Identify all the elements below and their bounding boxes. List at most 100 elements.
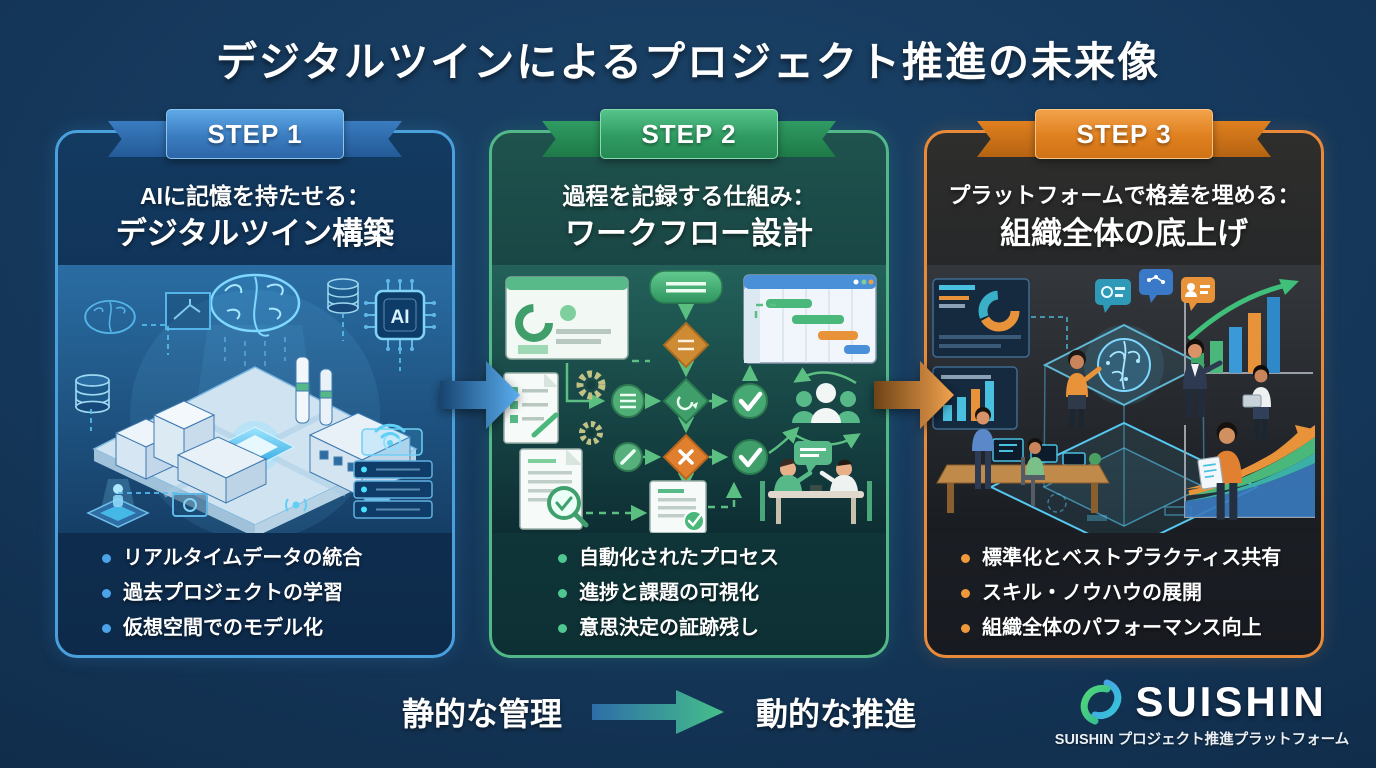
brand-tagline: SUISHIN プロジェクト推進プラットフォーム — [1054, 732, 1350, 748]
ribbon-wing-left — [977, 121, 1039, 157]
bullet-dot — [961, 589, 970, 598]
flow-arrows — [565, 304, 800, 490]
step1-ribbon: STEP 1 — [108, 109, 402, 161]
gear-icon — [576, 370, 606, 400]
bullet-item: 過去プロジェクトの学習 — [102, 576, 452, 611]
step1-panel: STEP 1 AIに記憶を持たせる： デジタルツイン構築 — [55, 109, 455, 658]
bullet-dot — [102, 554, 111, 563]
bullet-dot — [558, 589, 567, 598]
workflow-illustration — [492, 265, 886, 533]
meeting-scene — [760, 441, 872, 524]
step2-ribbon: STEP 2 — [542, 109, 836, 161]
transition-to-label: 動的な推進 — [756, 696, 917, 732]
step2-title-line2: ワークフロー設計 — [565, 216, 813, 251]
wifi-icon — [374, 423, 406, 446]
ribbon-wing-left — [542, 121, 604, 157]
workflow-svg — [492, 265, 886, 533]
bullet-item: 進捗と課題の可視化 — [558, 576, 886, 611]
city-buildings — [114, 356, 412, 509]
edit-node — [613, 442, 643, 472]
bullet-dot — [961, 624, 970, 633]
antenna-icon — [285, 498, 307, 512]
organization-svg — [927, 265, 1321, 533]
step3-bullets: 標準化とベストプラクティス共有 スキル・ノウハウの展開 組織全体のパフォーマンス… — [927, 541, 1321, 646]
decision-diamond-green — [662, 377, 710, 425]
step2-badge: STEP 2 — [600, 109, 778, 159]
bullet-item: スキル・ノウハウの展開 — [961, 576, 1321, 611]
step1-to-step2-arrow-icon — [440, 361, 520, 429]
step3-title: プラットフォームで格差を埋める： 組織全体の底上げ — [927, 179, 1321, 255]
step1-title-line2: デジタルツイン構築 — [115, 216, 395, 251]
connector-lines — [90, 313, 401, 494]
digital-twin-city-illustration: AI — [58, 265, 452, 533]
step1-title-line1: AIに記憶を持たせる： — [140, 183, 370, 209]
transition-row: 静的な管理 動的な推進 — [402, 688, 916, 736]
bullet-text: スキル・ノウハウの展開 — [982, 582, 1202, 604]
step2-title-line1: 過程を記録する仕組み： — [562, 183, 816, 209]
checklist-document-icon — [503, 372, 559, 444]
step2-to-step3-arrow-icon — [874, 361, 954, 429]
database-icon — [327, 278, 359, 314]
decision-diamond-orange — [662, 321, 710, 369]
construction-screen-icon — [165, 292, 211, 330]
bullet-text: 組織全体のパフォーマンス向上 — [982, 617, 1262, 639]
step3-badge: STEP 3 — [1035, 109, 1213, 159]
x-icon — [678, 449, 694, 465]
step1-bullets: リアルタイムデータの統合 過去プロジェクトの学習 仮想空間でのモデル化 — [58, 541, 452, 646]
bullet-item: 標準化とベストプラクティス共有 — [961, 541, 1321, 576]
dashed-connectors — [586, 303, 776, 522]
bullet-dot — [102, 624, 111, 633]
ribbon-wing-right — [774, 121, 836, 157]
check-circle — [732, 383, 768, 419]
bullet-item: 組織全体のパフォーマンス向上 — [961, 611, 1321, 646]
ai-chip-label: AI — [391, 307, 410, 328]
step2-bullets: 自動化されたプロセス 進捗と課題の可視化 意思決定の証跡残し — [492, 541, 886, 646]
step3-ribbon: STEP 3 — [977, 109, 1271, 161]
bullet-dot — [961, 554, 970, 563]
transition-arrow-icon — [592, 690, 725, 734]
step1-badge: STEP 1 — [166, 109, 344, 159]
list-node — [611, 384, 645, 418]
brain-small-icon — [84, 299, 136, 335]
step2-panel: STEP 2 過程を記録する仕組み： ワークフロー設計 — [489, 109, 889, 658]
person-laptop-woman — [1242, 365, 1271, 439]
server-stack-icon — [353, 428, 433, 519]
bullet-text: 自動化されたプロセス — [579, 547, 779, 569]
transition-from-label: 静的な管理 — [402, 696, 563, 732]
check-circle — [732, 439, 768, 475]
chat-bubble-icons — [1095, 269, 1215, 313]
magnifier-icon — [547, 486, 581, 520]
growth-arrow-icon — [1279, 279, 1299, 295]
bullet-item: 自動化されたプロセス — [558, 541, 886, 576]
person-orange-woman — [1066, 350, 1102, 427]
person-clipboard-man — [1197, 422, 1242, 520]
bullet-item: 仮想空間でのモデル化 — [102, 611, 452, 646]
rising-arrow-icon — [1295, 425, 1313, 443]
bullet-dot — [558, 624, 567, 633]
database-left-icon — [75, 374, 110, 414]
hologram-icon — [86, 479, 150, 528]
gear-icon — [579, 421, 603, 445]
bullet-dot — [558, 554, 567, 563]
brand-block: SUISHIN SUISHIN プロジェクト推進プラットフォーム — [1054, 678, 1350, 749]
step3-title-line2: 組織全体の底上げ — [1000, 216, 1248, 251]
dashboard-card-icon — [932, 278, 1030, 358]
bar-widget-icon — [932, 366, 1018, 430]
ai-chip-icon: AI — [364, 279, 436, 351]
bullet-item: リアルタイムデータの統合 — [102, 541, 452, 576]
people-group-icon — [791, 367, 861, 449]
payment-icon — [172, 493, 208, 517]
bullet-text: 意思決定の証跡残し — [579, 617, 759, 639]
speech-bubble-icon — [794, 441, 832, 465]
approved-document-icon — [649, 480, 707, 533]
organization-illustration — [927, 265, 1321, 533]
brand-row: SUISHIN — [1054, 678, 1350, 726]
step2-title: 過程を記録する仕組み： ワークフロー設計 — [492, 179, 886, 255]
ribbon-wing-left — [108, 121, 170, 157]
dashboard-connector — [1031, 316, 1068, 351]
bullet-item: 意思決定の証跡残し — [558, 611, 886, 646]
bullet-text: 過去プロジェクトの学習 — [123, 582, 343, 604]
suishin-logo-icon — [1081, 679, 1122, 725]
person-suit-man — [1183, 339, 1223, 417]
bullet-text: 標準化とベストプラクティス共有 — [982, 547, 1282, 569]
